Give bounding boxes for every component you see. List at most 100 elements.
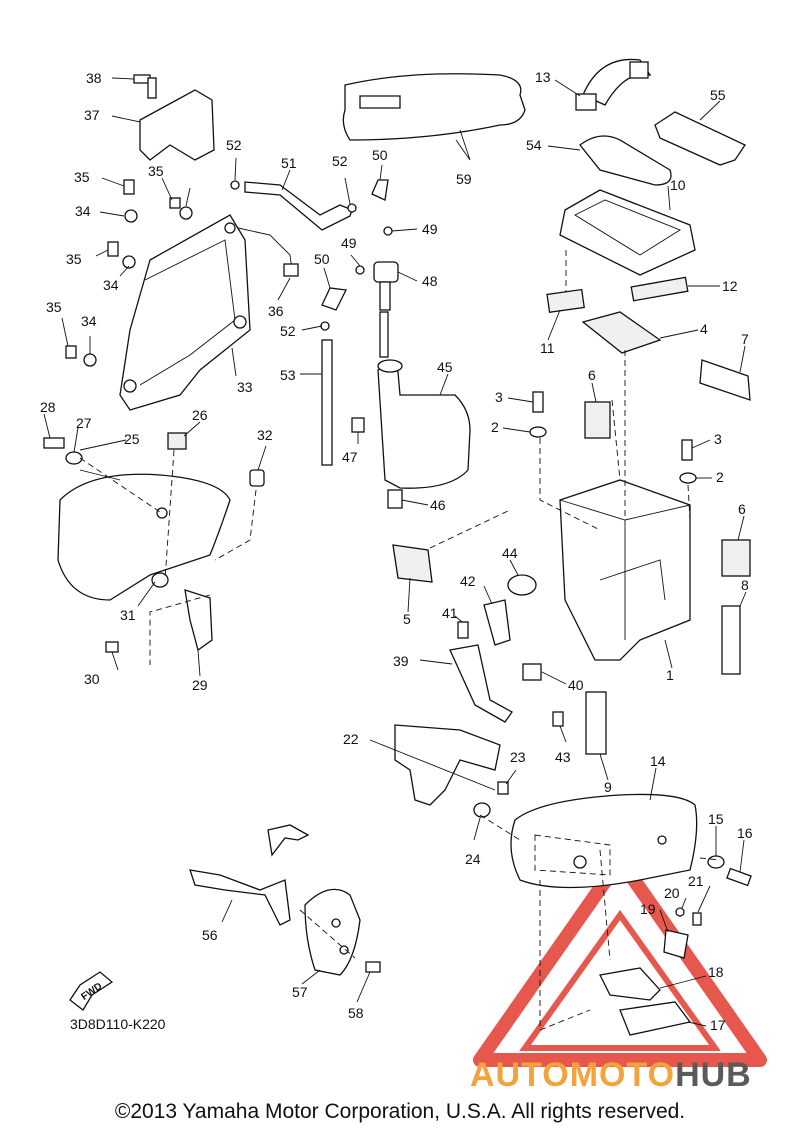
watermark-part1: AUTOMOTO	[470, 1056, 676, 1094]
part-48-cap	[373, 261, 399, 311]
part-33-side-cover	[119, 214, 251, 411]
part-27-washer	[65, 451, 83, 465]
part-36-wire	[237, 227, 293, 271]
part-30-bolt	[105, 641, 119, 653]
part-58-bolt	[365, 961, 381, 973]
callout-34c: 34	[81, 313, 97, 329]
part-11-pad	[546, 288, 585, 314]
part-51-hose	[244, 181, 353, 231]
callout-35b: 35	[148, 163, 164, 179]
part-39-bracket	[449, 644, 513, 723]
callout-48: 48	[422, 273, 438, 289]
part-45-reservoir	[377, 364, 471, 489]
callout-12: 12	[722, 278, 738, 294]
callout-39: 39	[393, 653, 409, 669]
part-16-bolt	[726, 867, 752, 887]
callout-35c: 35	[66, 251, 82, 267]
part-6-pad-right	[721, 539, 751, 577]
part-24-grommet	[473, 802, 491, 818]
part-2-washer-left	[529, 426, 547, 438]
callout-40: 40	[568, 677, 584, 693]
part-49-clip-upper	[383, 226, 393, 236]
callout-1: 1	[666, 667, 674, 683]
callout-2b: 2	[716, 469, 724, 485]
part-21-screw	[692, 912, 702, 926]
part-9-block	[585, 691, 607, 755]
part-37-bracket	[139, 89, 215, 161]
callout-49b: 49	[341, 235, 357, 251]
callout-25: 25	[124, 431, 140, 447]
part-3-bolt-right	[681, 439, 693, 461]
part-28-bolt	[43, 437, 65, 449]
part-4-pad	[581, 311, 662, 354]
part-19-lock	[663, 929, 689, 959]
part-38-bolt	[133, 74, 157, 99]
callout-23: 23	[510, 749, 526, 765]
watermark-triangle-icon	[473, 853, 767, 1067]
part-32-grommet	[249, 469, 265, 487]
callout-13: 13	[535, 69, 551, 85]
callout-26: 26	[192, 407, 208, 423]
callout-labels: 1 2 2 3 3 4 5 6 6 7 8 9 10 11 12 13 14 1…	[40, 69, 753, 1033]
part-44-clamp	[507, 574, 537, 596]
part-17-plate	[619, 1001, 692, 1036]
part-35-bolts	[65, 179, 181, 359]
callout-27: 27	[76, 415, 92, 431]
callout-28: 28	[40, 399, 56, 415]
part-14-side-cover	[510, 793, 698, 889]
callout-35a: 35	[74, 169, 90, 185]
copyright-text: ©2013 Yamaha Motor Corporation, U.S.A. A…	[114, 1100, 686, 1123]
callout-34a: 34	[75, 203, 91, 219]
callout-3a: 3	[495, 389, 503, 405]
callout-20: 20	[664, 885, 680, 901]
part-18-bracket	[599, 967, 661, 1001]
part-10-tray	[559, 189, 696, 276]
callout-34b: 34	[103, 277, 119, 293]
callout-50a: 50	[372, 147, 388, 163]
callout-43: 43	[555, 749, 571, 765]
callout-4: 4	[700, 321, 708, 337]
callout-50b: 50	[314, 251, 330, 267]
callout-38: 38	[86, 70, 102, 86]
part-20-washer	[675, 907, 685, 917]
callout-5: 5	[403, 611, 411, 627]
part-54-pad	[579, 135, 672, 186]
callout-52b: 52	[332, 153, 348, 169]
callout-31: 31	[120, 607, 136, 623]
callout-30: 30	[84, 671, 100, 687]
part-2-washer-right	[679, 472, 697, 484]
callout-11: 11	[540, 340, 555, 356]
part-8-block	[721, 605, 741, 675]
part-41-bolt	[457, 621, 469, 639]
part-5-pad	[392, 544, 433, 583]
callout-49a: 49	[422, 221, 438, 237]
part-26-clip	[167, 432, 187, 450]
callout-29: 29	[192, 677, 208, 693]
part-15-washer	[707, 855, 725, 869]
callout-35d: 35	[46, 299, 62, 315]
callout-8: 8	[741, 577, 749, 593]
part-52-clamps	[230, 180, 357, 331]
assembly-guides	[79, 250, 721, 1031]
diagram-code: 3D8D110-K220	[70, 1016, 166, 1032]
part-31-grommet	[151, 572, 169, 588]
callout-45: 45	[437, 359, 453, 375]
callout-33: 33	[237, 379, 253, 395]
callout-52a: 52	[226, 137, 242, 153]
part-50-fitting-upper	[371, 179, 389, 201]
callout-7: 7	[741, 331, 749, 347]
callout-16: 16	[737, 825, 753, 841]
part-57-cover	[304, 888, 361, 976]
part-53-tube	[321, 339, 333, 466]
callout-10: 10	[670, 177, 686, 193]
callout-58: 58	[348, 1005, 364, 1021]
callout-54: 54	[526, 137, 542, 153]
part-22-bracket	[394, 724, 501, 806]
callout-42: 42	[460, 573, 476, 589]
part-42-bracket	[483, 599, 511, 646]
callout-6b: 6	[738, 501, 746, 517]
callout-14: 14	[650, 753, 666, 769]
part-55-pad	[654, 111, 746, 166]
part-7-sheet	[699, 359, 751, 401]
part-49-clip-lower	[355, 265, 365, 275]
